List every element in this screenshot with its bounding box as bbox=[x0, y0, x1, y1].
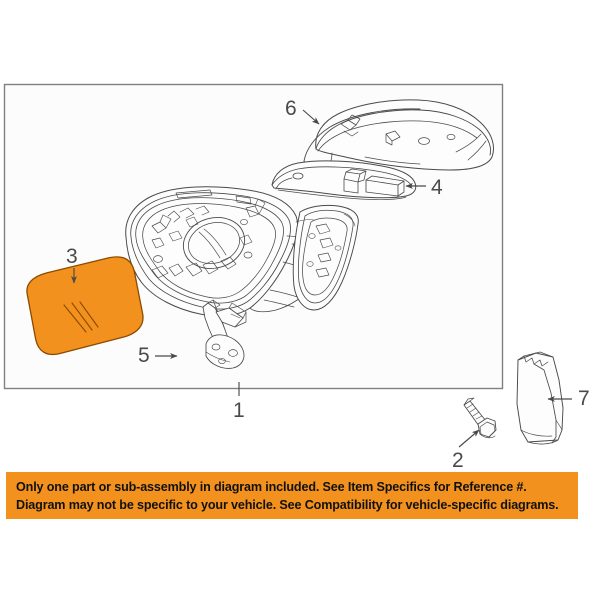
part-4-lower-cover bbox=[271, 160, 417, 200]
part-1-mount-base-plate bbox=[292, 204, 359, 311]
part-1-mirror-assembly bbox=[125, 186, 322, 317]
part-3-mirror-glass bbox=[26, 256, 144, 356]
disclaimer-line-1: Only one part or sub-assembly in diagram… bbox=[16, 479, 527, 494]
leader-line-2 bbox=[458, 429, 480, 448]
disclaimer-line-2: Diagram may not be specific to your vehi… bbox=[16, 497, 559, 512]
callout-number-3: 3 bbox=[66, 245, 78, 268]
leader-line-6 bbox=[302, 109, 320, 125]
callout-number-7: 7 bbox=[578, 387, 590, 410]
part-7-sail-cover bbox=[516, 351, 564, 445]
callout-number-2: 2 bbox=[452, 449, 464, 472]
part-2-hex-bolt bbox=[463, 397, 497, 439]
disclaimer-banner: Only one part or sub-assembly in diagram… bbox=[6, 472, 578, 519]
callout-number-6: 6 bbox=[285, 97, 297, 120]
callout-number-1: 1 bbox=[233, 399, 245, 422]
part-5-mounting-bracket bbox=[202, 299, 247, 369]
callout-number-4: 4 bbox=[431, 176, 443, 199]
callout-number-5: 5 bbox=[138, 344, 150, 367]
